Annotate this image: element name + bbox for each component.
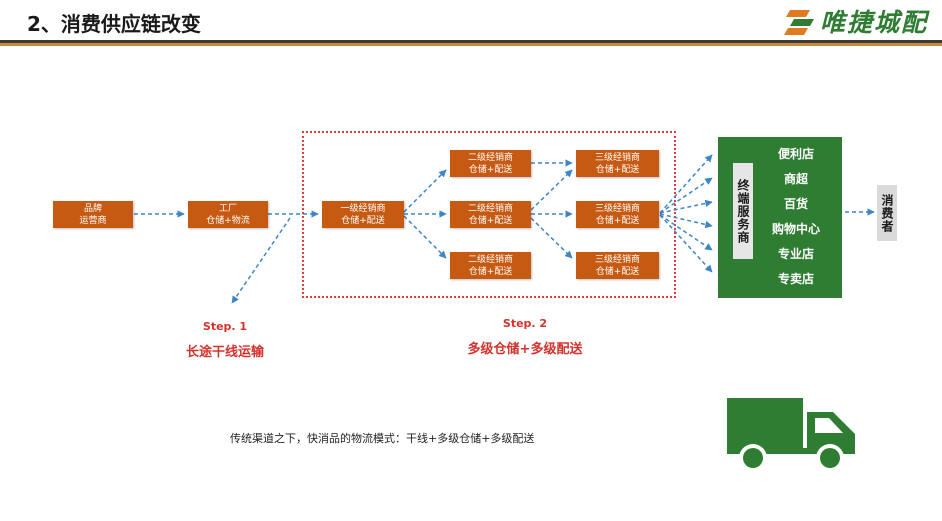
store-department: 百货 — [783, 197, 808, 211]
brand-logo: 唯捷城配 — [783, 4, 928, 38]
store-supermarket: 商超 — [783, 172, 808, 186]
node-sublabel: 仓储+配送 — [595, 215, 640, 226]
node-sublabel: 仓储+配送 — [595, 164, 640, 175]
node-sublabel: 仓储+物流 — [206, 215, 250, 226]
node-label: 二级经销商 — [467, 254, 513, 265]
brand-mark-icon — [783, 10, 814, 35]
store-specialty: 专业店 — [777, 247, 814, 261]
brand-name: 唯捷城配 — [819, 8, 928, 37]
node-factory: 工厂 仓储+物流 — [188, 201, 268, 228]
arrow-tier3-to-store-3 — [659, 199, 713, 214]
arrow-tier3-to-store-4 — [659, 213, 713, 229]
terminal-service-label: 终端服务商 — [736, 178, 750, 244]
header-accent-divider — [0, 43, 942, 46]
diagram-caption: 传统渠道之下，快消品的物流模式：干线+多级仓储+多级配送 — [230, 432, 535, 445]
node-label: 三级经销商 — [594, 152, 640, 163]
node-sublabel: 仓储+配送 — [595, 266, 640, 277]
arrow-tier3-to-store-2 — [659, 177, 713, 214]
slide-title: 2、消费供应链改变 — [27, 12, 201, 36]
node-tier3-distributor-top: 三级经销商 仓储+配送 — [576, 150, 659, 177]
node-sublabel: 运营商 — [79, 215, 107, 226]
consumer-node: 消费者 — [877, 185, 897, 241]
node-brand-operator: 品牌 运营商 — [53, 201, 133, 228]
truck-icon — [727, 398, 855, 472]
step-1-label: Step. 1 长途干线运输 — [160, 320, 290, 360]
node-label: 品牌 — [83, 203, 102, 214]
node-label: 三级经销商 — [594, 254, 640, 265]
arrow-tier1-to-tier2-top — [403, 169, 447, 213]
step-1-number: Step. 1 — [202, 320, 248, 333]
node-tier2-distributor-bottom: 二级经销商 仓储+配送 — [450, 252, 531, 279]
node-tier2-distributor-middle: 二级经销商 仓储+配送 — [450, 201, 531, 228]
node-tier3-distributor-bottom: 三级经销商 仓储+配送 — [576, 252, 659, 279]
terminal-service-provider: 终端服务商 — [733, 163, 753, 259]
arrow-tier2mid-to-tier3top — [530, 169, 573, 211]
arrow-tier2mid-to-tier3bottom — [530, 217, 573, 259]
node-label: 一级经销商 — [340, 203, 386, 214]
arrow-tier3-to-store-5 — [659, 214, 713, 251]
node-tier1-distributor: 一级经销商 仓储+配送 — [322, 201, 404, 228]
arrow-tier1-to-tier2-bottom — [403, 215, 447, 259]
step-2-number: Step. 2 — [502, 317, 548, 330]
node-sublabel: 仓储+配送 — [468, 215, 513, 226]
arrow-tier3-to-store-1 — [659, 154, 713, 214]
arrow-tier3-to-store-6 — [659, 214, 713, 273]
step-1-description: 长途干线运输 — [185, 345, 264, 360]
node-sublabel: 仓储+配送 — [468, 164, 513, 175]
header-divider — [0, 40, 942, 43]
node-label: 二级经销商 — [467, 203, 513, 214]
step-2-description: 多级仓储+多级配送 — [467, 342, 583, 357]
store-shopping-mall: 购物中心 — [771, 222, 820, 236]
arrow-factory-branch-down — [231, 217, 291, 304]
store-exclusive: 专卖店 — [777, 272, 814, 286]
node-label: 三级经销商 — [594, 203, 640, 214]
consumer-label: 消费者 — [880, 193, 894, 233]
node-sublabel: 仓储+配送 — [341, 215, 385, 226]
store-convenience: 便利店 — [777, 147, 814, 161]
node-tier2-distributor-top: 二级经销商 仓储+配送 — [450, 150, 531, 177]
node-sublabel: 仓储+配送 — [468, 266, 513, 277]
node-tier3-distributor-middle: 三级经销商 仓储+配送 — [576, 201, 659, 228]
node-label: 工厂 — [218, 203, 237, 214]
node-label: 二级经销商 — [467, 152, 513, 163]
step-2-label: Step. 2 多级仓储+多级配送 — [440, 317, 610, 357]
